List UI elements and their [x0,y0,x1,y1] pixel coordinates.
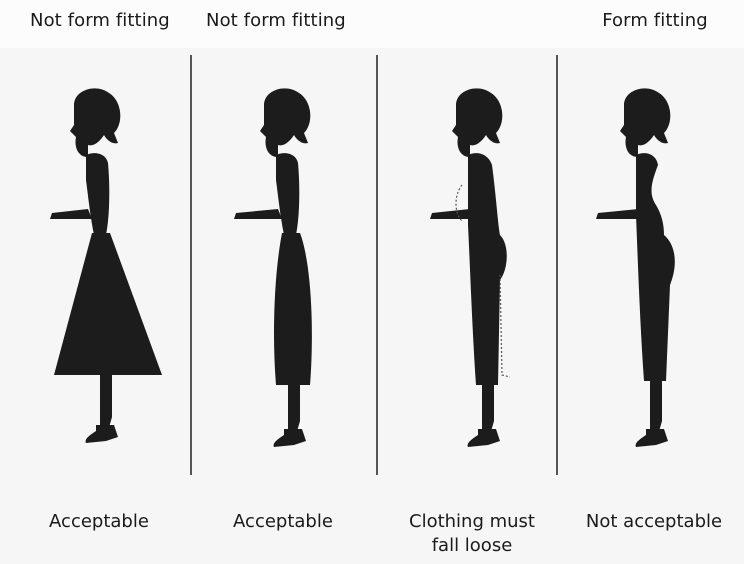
tight-dress-silhouette-icon [586,85,744,455]
panel-tight-dress: Form fitting [556,0,744,564]
panel-header: Not form fitting [30,10,190,31]
panel-header: Not form fitting [206,10,376,31]
panel-loose-vs-fitted [376,0,556,564]
panel-straight-dress: Not form fitting [190,0,376,564]
a-line-dress-silhouette-icon [34,85,194,455]
panel-header: Form fitting [566,10,744,31]
panel-a-line-dress: Not form fitting [0,0,190,564]
loose-dress-comparison-silhouette-icon [418,85,578,455]
straight-dress-silhouette-icon [216,85,376,455]
